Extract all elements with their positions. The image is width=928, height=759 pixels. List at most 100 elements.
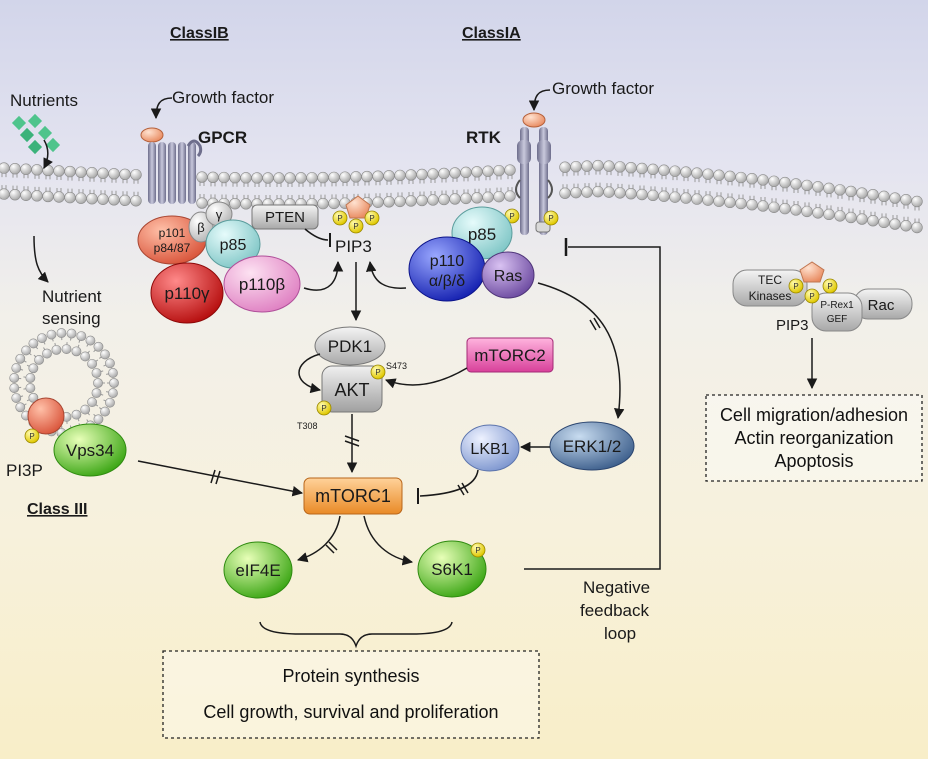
right-outcome-line-3: Apoptosis: [774, 451, 853, 471]
svg-text:p110β: p110β: [239, 275, 286, 294]
svg-text:Rac: Rac: [868, 297, 895, 314]
growth-factor-left-label: Growth factor: [172, 88, 274, 107]
nutrients-label: Nutrients: [10, 91, 78, 110]
bottom-outcome-line-1: Protein synthesis: [282, 666, 419, 686]
p110b-to-pip3-arrow: [303, 260, 344, 291]
p85-left-protein: p85: [205, 219, 261, 269]
s473-label: S473: [386, 361, 407, 371]
gpcr-receptor-icon: [148, 139, 203, 204]
s6k1-protein: S6K1: [417, 540, 487, 598]
nutrient-sensing-arrow: [33, 235, 49, 283]
svg-text:P: P: [29, 432, 34, 441]
rtk-receptor-icon: [515, 127, 553, 235]
svg-text:p110: p110: [430, 253, 465, 270]
mtorc1-complex: mTORC1: [303, 477, 403, 515]
pdk1-protein: PDK1: [314, 326, 386, 366]
svg-text:LKB1: LKB1: [470, 441, 509, 458]
mtorc2-complex: mTORC2: [466, 337, 554, 373]
pdk1-to-akt-arrow: [298, 353, 322, 394]
pi3p-lipid-icon: P: [24, 397, 65, 444]
class-ia-header: ClassIA: [462, 25, 521, 42]
right-outcome-box: Cell migration/adhesion Actin reorganiza…: [705, 394, 923, 482]
class-ib-header: ClassIB: [170, 25, 229, 42]
ras-protein: Ras: [481, 251, 535, 299]
pten-protein: PTEN: [251, 204, 319, 230]
lkb1-inhibits-mtorc1-line: [419, 469, 479, 497]
svg-text:eIF4E: eIF4E: [235, 561, 280, 580]
negative-feedback-label-2: feedback: [580, 601, 649, 620]
svg-text:mTORC2: mTORC2: [474, 346, 545, 365]
svg-text:ERK1/2: ERK1/2: [563, 437, 622, 456]
nutrient-sensing-label-2: sensing: [42, 309, 101, 328]
svg-text:S6K1: S6K1: [431, 560, 473, 579]
svg-text:p85: p85: [468, 225, 496, 244]
mtorc2-to-akt-arrow: [385, 367, 468, 389]
negative-feedback-label-3: loop: [604, 624, 636, 643]
growth-factor-right-arrow: [528, 89, 551, 112]
vps34-protein: Vps34: [53, 423, 127, 477]
p110-gamma-protein: p110γ: [150, 262, 224, 324]
pip3-label: PIP3: [335, 237, 372, 256]
pip3-right-label: PIP3: [776, 317, 809, 334]
p110abd-to-pip3-arrow: [365, 260, 407, 289]
pip3-right-lipid-icon: P P P: [788, 261, 838, 304]
svg-text:p84/87: p84/87: [154, 241, 191, 255]
svg-text:P: P: [509, 212, 514, 221]
mtorc1-to-s6k1-arrow: [363, 515, 414, 566]
tec-kinases-protein: TEC Kinases: [732, 269, 808, 307]
outcome-brace: [259, 621, 453, 649]
class-iii-header: Class III: [27, 501, 87, 518]
pi3p-label: PI3P: [6, 461, 43, 480]
eif4e-protein: eIF4E: [223, 541, 293, 599]
negative-feedback-label-1: Negative: [583, 578, 650, 597]
svg-text:PTEN: PTEN: [265, 209, 305, 226]
rac-protein: Rac: [853, 288, 913, 320]
growth-factor-left-arrow: [150, 97, 173, 120]
p110-abd-protein: p110 α/β/δ: [408, 236, 486, 302]
rtk-phospho-sites: P P: [504, 208, 559, 226]
gpcr-label: GPCR: [198, 128, 247, 147]
svg-text:β: β: [197, 220, 204, 235]
gpcr-ligand-icon: [140, 127, 164, 143]
lkb1-protein: LKB1: [460, 424, 520, 472]
svg-text:P-Rex1: P-Rex1: [820, 300, 854, 311]
growth-factor-right-label: Growth factor: [552, 79, 654, 98]
t308-label: T308: [297, 421, 318, 431]
svg-text:P: P: [369, 214, 374, 223]
bottom-outcome-box: Protein synthesis Cell growth, survival …: [162, 650, 540, 739]
svg-text:P: P: [827, 282, 832, 291]
negative-feedback-line: [524, 246, 661, 570]
svg-text:p110γ: p110γ: [164, 284, 210, 303]
ras-to-erk-arrow: [537, 282, 625, 420]
svg-text:P: P: [337, 214, 342, 223]
svg-text:AKT: AKT: [334, 380, 369, 400]
p110-beta-protein: p110β: [223, 255, 301, 313]
svg-text:Ras: Ras: [494, 268, 522, 285]
svg-text:GEF: GEF: [827, 314, 848, 325]
rtk-label: RTK: [466, 128, 502, 147]
svg-text:P: P: [375, 368, 380, 377]
endosome-vesicle: [9, 328, 119, 438]
svg-text:P: P: [809, 292, 814, 301]
svg-text:P: P: [548, 214, 553, 223]
svg-text:Kinases: Kinases: [749, 289, 792, 303]
svg-text:P: P: [321, 404, 326, 413]
pten-inhibition-line: [304, 228, 329, 241]
svg-text:PDK1: PDK1: [328, 337, 372, 356]
nutrient-entry-arrow: [43, 139, 53, 169]
svg-text:P: P: [353, 222, 358, 231]
svg-text:p101: p101: [159, 226, 186, 240]
svg-text:mTORC1: mTORC1: [315, 486, 391, 506]
svg-text:Vps34: Vps34: [66, 441, 114, 460]
svg-text:P: P: [793, 282, 798, 291]
svg-text:TEC: TEC: [758, 273, 782, 287]
akt-protein: AKT: [321, 365, 383, 413]
nutrient-particles-icon: [11, 113, 61, 155]
erk-protein: ERK1/2: [549, 421, 635, 471]
right-outcome-line-1: Cell migration/adhesion: [720, 405, 908, 425]
prex1-gef-protein: P-Rex1 GEF: [811, 292, 863, 332]
svg-text:γ: γ: [216, 207, 223, 222]
pip3-lipid-icon: P P P: [332, 195, 380, 234]
svg-text:p85: p85: [220, 237, 247, 254]
